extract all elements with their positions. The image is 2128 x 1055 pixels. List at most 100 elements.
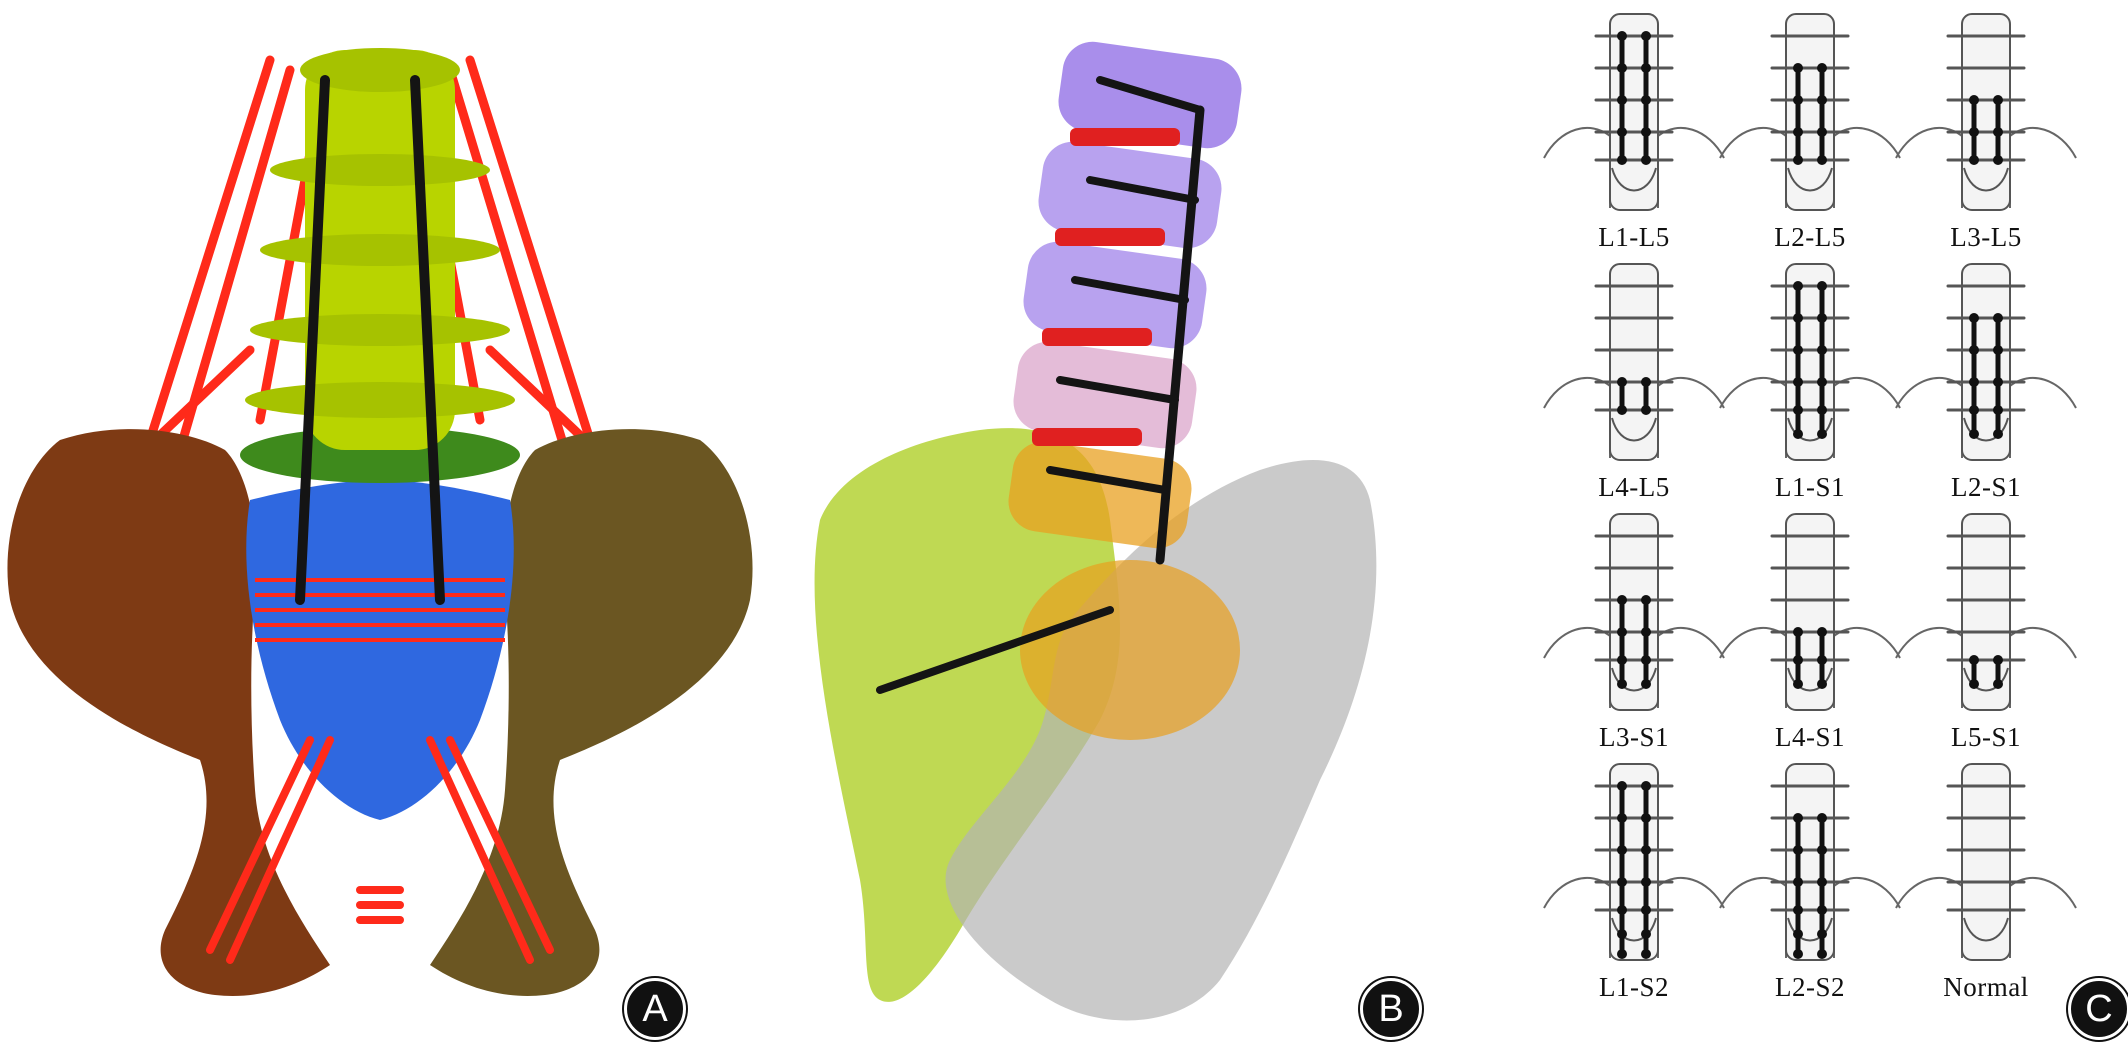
fusion-config-label: L1-S1 (1775, 472, 1845, 502)
pedicle-screw (1993, 679, 2003, 689)
pedicle-screw (1641, 377, 1651, 387)
pedicle-screw (1793, 845, 1803, 855)
pedicle-screw (1641, 781, 1651, 791)
pedicle-screw (1617, 95, 1627, 105)
pedicle-screw (1617, 655, 1627, 665)
pelvis-outline (1543, 127, 1725, 208)
pedicle-screw (1969, 127, 1979, 137)
pedicle-screw (1617, 679, 1627, 689)
pedicle-screw (1817, 845, 1827, 855)
fusion-config-label: L3-L5 (1950, 222, 2022, 252)
fusion-config-label: L2-S1 (1951, 472, 2021, 502)
pedicle-screw (1817, 929, 1827, 939)
pedicle-screw (1993, 127, 2003, 137)
pedicle-screw (1969, 313, 1979, 323)
pelvic-ligaments (206, 736, 554, 964)
pedicle-screw (1793, 679, 1803, 689)
fusion-config-cell: L2-S2 (1716, 758, 1904, 1008)
spine-sketch (1719, 763, 1901, 961)
fusion-config-cell: L3-L5 (1892, 8, 2080, 258)
pedicle-screw (1617, 813, 1627, 823)
pedicle-screw (1641, 63, 1651, 73)
pedicle-screw (1817, 313, 1827, 323)
pedicle-screw (1817, 95, 1827, 105)
pedicle-screw (1617, 127, 1627, 137)
fusion-config-label: L1-S2 (1599, 972, 1669, 1002)
panel-b-badge: B (1360, 978, 1422, 1040)
pedicle-screw (1793, 813, 1803, 823)
spine-sketch (1543, 513, 1725, 711)
spine-sketch (1543, 263, 1725, 461)
fusion-config-cell: L4-L5 (1540, 258, 1728, 508)
pedicle-screw (1817, 377, 1827, 387)
pelvis-outline (1543, 627, 1725, 708)
pedicle-screw (1793, 127, 1803, 137)
pedicle-screw (1641, 155, 1651, 165)
panel-c-badge: C (2068, 978, 2128, 1040)
pedicle-screw (1617, 31, 1627, 41)
spine-sketch (1719, 513, 1901, 711)
fusion-config-cell: L3-S1 (1540, 508, 1728, 758)
fusion-config-cell: L1-S1 (1716, 258, 1904, 508)
pedicle-screw (1817, 655, 1827, 665)
pedicle-screw (1641, 949, 1651, 959)
pelvis-outline (1719, 377, 1901, 458)
pedicle-screw (1969, 655, 1979, 665)
sacrum (246, 480, 514, 820)
sacrum-outline (1787, 917, 1833, 942)
spine-sketch (1719, 13, 1901, 211)
pedicle-screw (1641, 595, 1651, 605)
pedicle-screw (1969, 95, 1979, 105)
pedicle-screw (1641, 31, 1651, 41)
fusion-config-cell: Normal (1892, 758, 2080, 1008)
pelvis-outline (1719, 877, 1901, 958)
pedicle-screw (1617, 845, 1627, 855)
pedicle-screw (1969, 679, 1979, 689)
pedicle-screw (1641, 627, 1651, 637)
sacrum-outline (1963, 917, 2009, 942)
pedicle-screw (1993, 405, 2003, 415)
pedicle-screw (1793, 655, 1803, 665)
spine-sketch (1895, 263, 2077, 461)
pedicle-screw (1993, 345, 2003, 355)
fusion-config-label: Normal (1943, 972, 2029, 1002)
pelvis-outline (1895, 627, 2077, 708)
pedicle-screw (1617, 405, 1627, 415)
pelvis-outline (1719, 627, 1901, 708)
pedicle-screw (1817, 429, 1827, 439)
spine-sketch (1895, 13, 2077, 211)
translucent-ilium (814, 428, 1120, 1002)
fusion-config-label: L1-L5 (1598, 222, 1670, 252)
fusion-config-cell: L1-S2 (1540, 758, 1728, 1008)
translucent-grey-pelvis (945, 460, 1377, 1021)
pedicle-screw (1641, 95, 1651, 105)
sacrum-outline (1963, 417, 2009, 442)
fusion-config-label: L4-S1 (1775, 722, 1845, 752)
sacrum-outline (1611, 417, 1657, 442)
pedicle-screw (1817, 679, 1827, 689)
panel-b-oblique-model (800, 0, 1420, 1050)
sacrum-outline (1611, 167, 1657, 192)
pedicle-screw (1993, 429, 2003, 439)
pedicle-screw (1617, 595, 1627, 605)
pedicle-screw (1641, 905, 1651, 915)
pedicle-screw (1793, 313, 1803, 323)
pedicle-screw (1817, 155, 1827, 165)
pedicle-screw (1817, 949, 1827, 959)
fusion-config-label: L5-S1 (1951, 722, 2021, 752)
pedicle-screw (1793, 63, 1803, 73)
pedicle-screw (1793, 429, 1803, 439)
pedicle-screw (1617, 377, 1627, 387)
spine-sketch (1895, 763, 2077, 961)
spine-sketch (1719, 263, 1901, 461)
pedicle-screw (1641, 929, 1651, 939)
fusion-config-label: L4-L5 (1598, 472, 1670, 502)
fusion-config-cell: L4-S1 (1716, 508, 1904, 758)
spine-sketch (1543, 13, 1725, 211)
pedicle-screw (1793, 949, 1803, 959)
pedicle-screw (1617, 905, 1627, 915)
pedicle-screw (1817, 405, 1827, 415)
pedicle-screw (1817, 127, 1827, 137)
pedicle-screw (1817, 345, 1827, 355)
fusion-config-cell: L1-L5 (1540, 8, 1728, 258)
